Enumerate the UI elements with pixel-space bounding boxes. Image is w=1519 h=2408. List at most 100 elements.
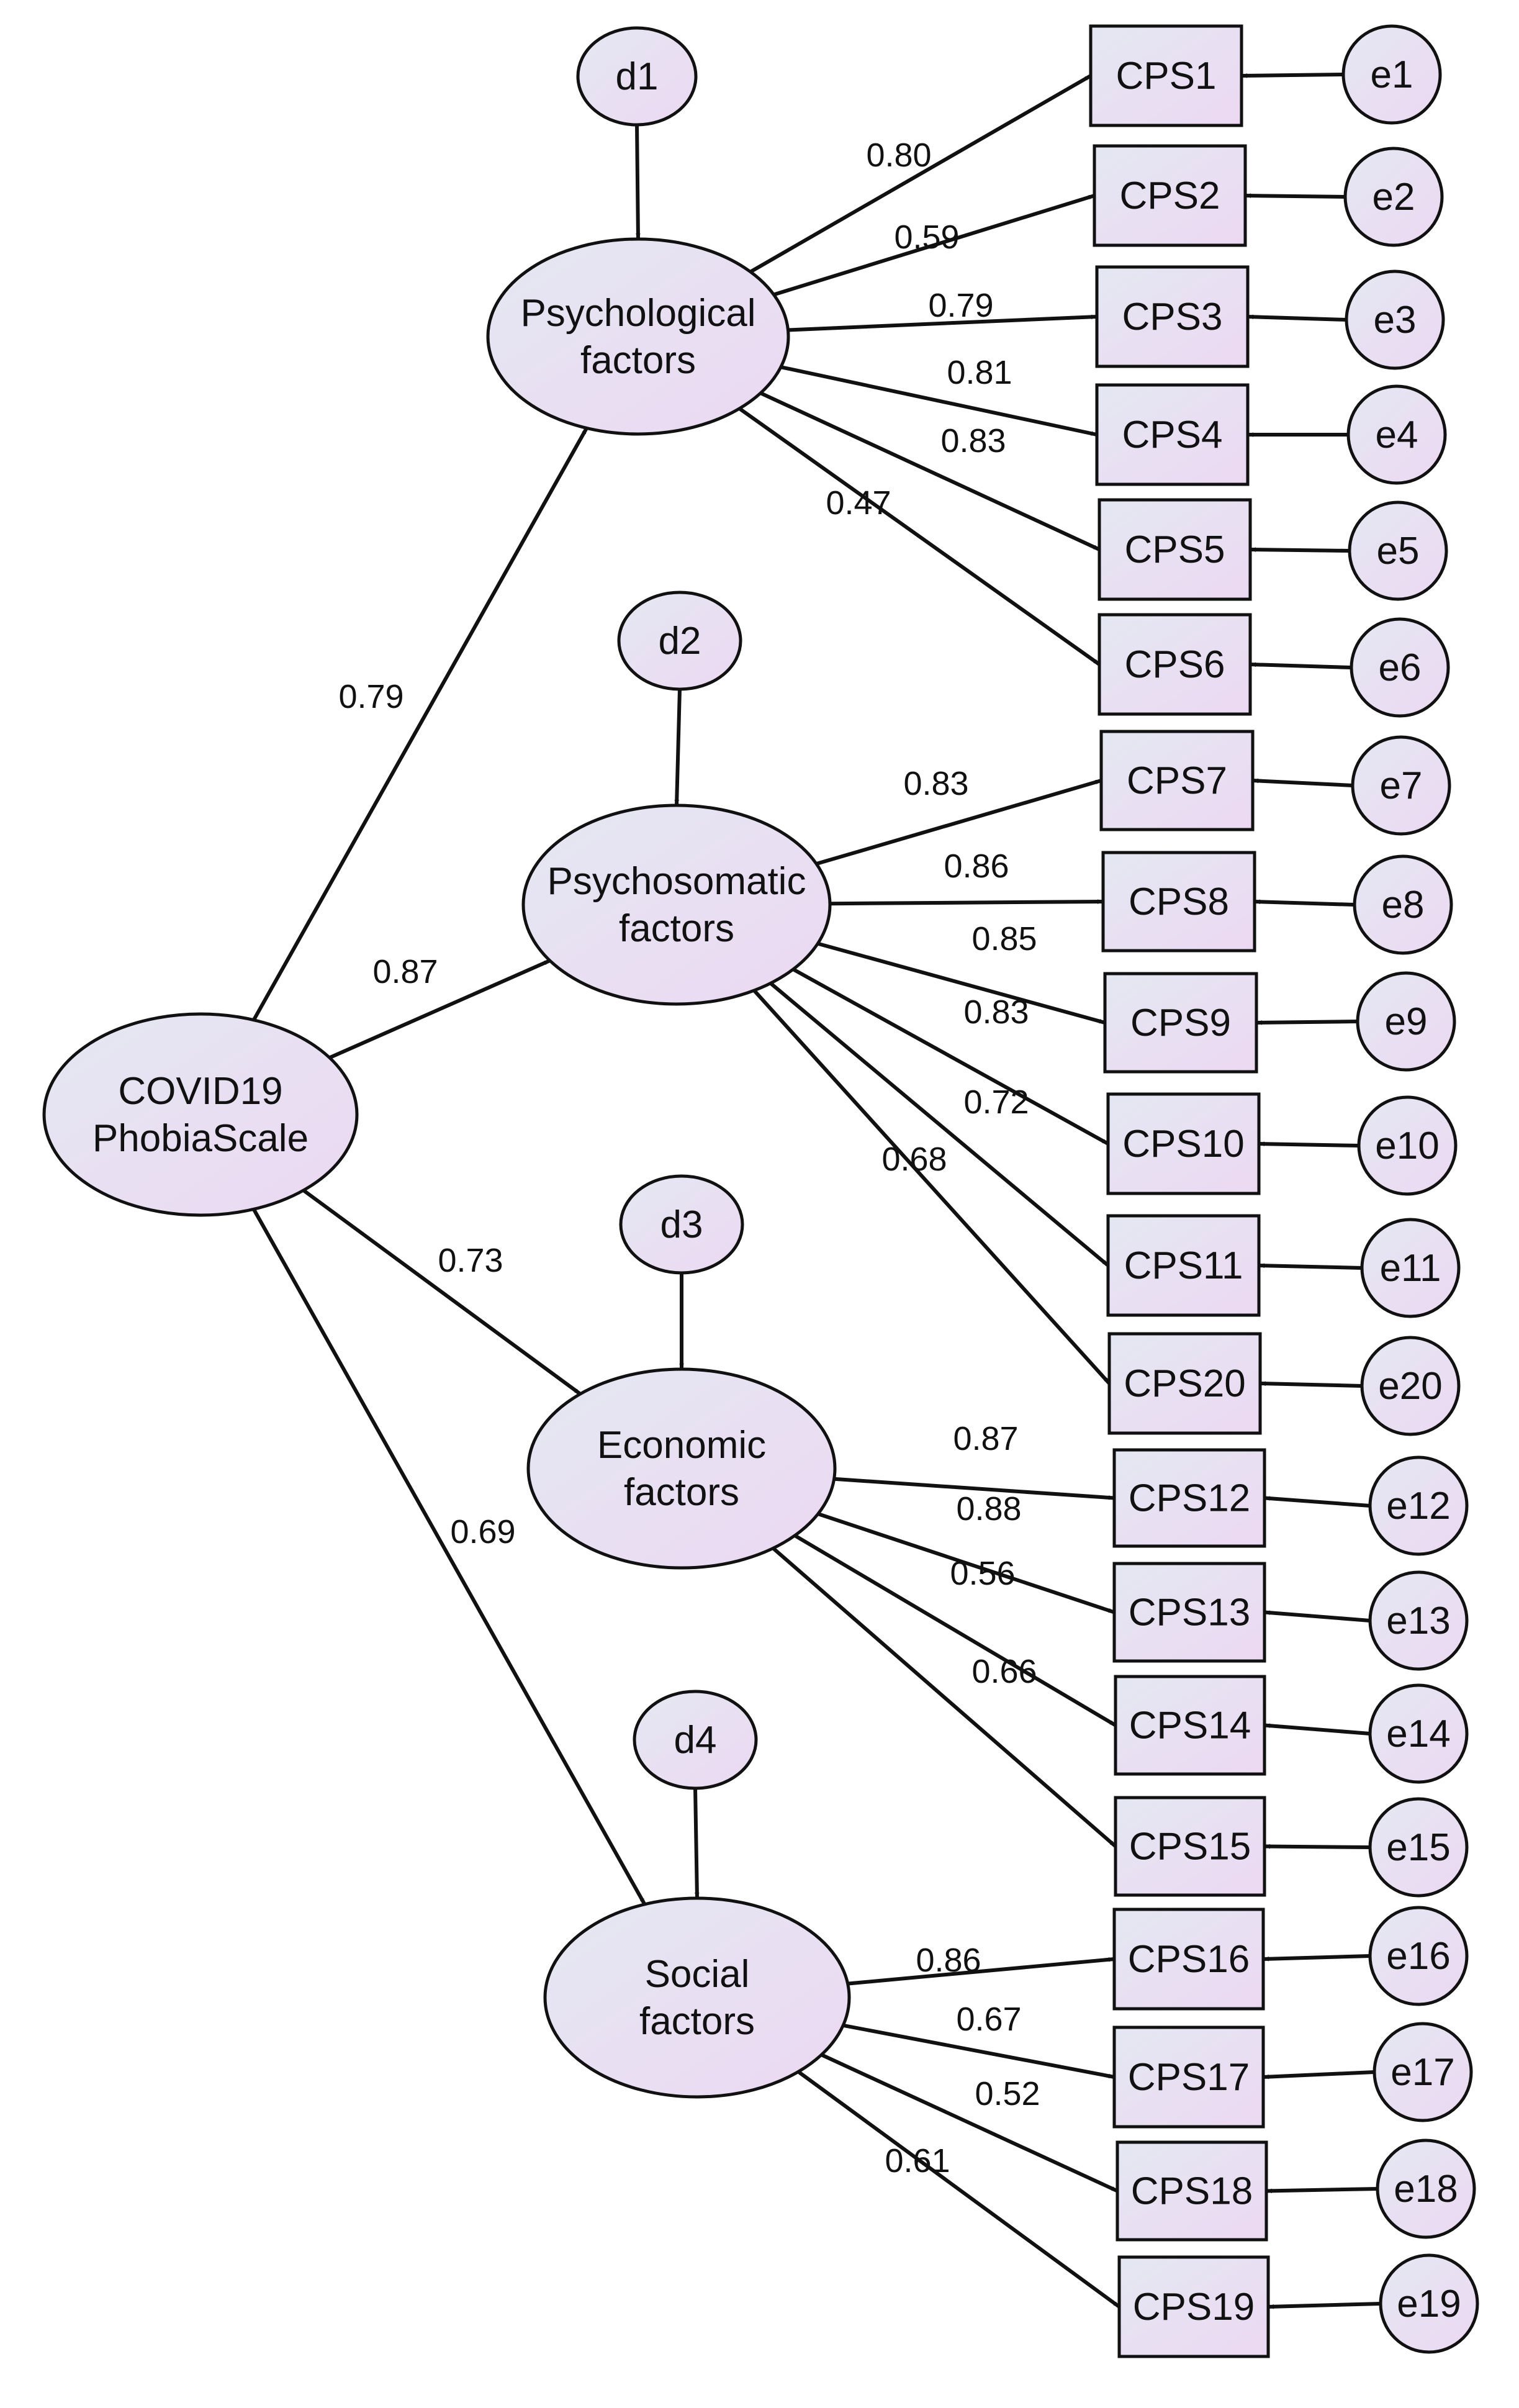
error-label: e16 xyxy=(1386,1935,1450,1978)
loading-arrow-cps1 xyxy=(749,74,1092,274)
latent-ellipse-social xyxy=(543,1896,851,2099)
indicator-box-cps12 xyxy=(1112,1448,1266,1548)
error-arrow-e16 xyxy=(1263,1954,1371,1962)
error-term-e16 xyxy=(1368,1906,1469,2006)
indicator-label: CPS6 xyxy=(1125,643,1225,686)
error-label: e14 xyxy=(1386,1713,1450,1755)
indicator-box-cps20 xyxy=(1107,1332,1262,1435)
error-arrow-e15 xyxy=(1264,1844,1371,1849)
loading-arrow-cps5 xyxy=(759,391,1101,551)
error-label: e19 xyxy=(1397,2283,1461,2325)
indicator-label: CPS14 xyxy=(1129,1704,1251,1747)
disturbance-label: d4 xyxy=(674,1719,717,1762)
error-term-e11 xyxy=(1360,1218,1461,1318)
latent-ellipse-econ xyxy=(526,1367,837,1570)
loading-arrow-cps19 xyxy=(797,2070,1120,2309)
error-term-e8 xyxy=(1353,854,1453,955)
loading-label: 0.85 xyxy=(971,920,1037,957)
loading-arrow-cps6 xyxy=(738,407,1101,666)
structural-path-psych xyxy=(252,427,588,1021)
indicator-box-cps7 xyxy=(1099,730,1255,831)
loading-label: 0.87 xyxy=(953,1420,1018,1457)
latent-ellipse-psom xyxy=(521,803,832,1006)
indicator-label: CPS18 xyxy=(1131,2170,1253,2213)
error-term-e5 xyxy=(1348,500,1448,601)
loading-arrow-cps10 xyxy=(792,967,1109,1146)
latent-ellipse-psych xyxy=(486,237,790,436)
error-label: e8 xyxy=(1382,884,1425,926)
indicator-box-cps1 xyxy=(1089,24,1243,127)
indicator-label: CPS12 xyxy=(1129,1477,1250,1520)
loading-label: 0.72 xyxy=(963,1084,1029,1121)
indicator-box-cps4 xyxy=(1095,383,1250,486)
error-arrow-e1 xyxy=(1241,73,1344,78)
error-term-e6 xyxy=(1350,617,1450,718)
loading-arrow-cps13 xyxy=(817,1512,1115,1614)
loading-arrow-cps3 xyxy=(788,314,1098,332)
error-arrow-e9 xyxy=(1256,1020,1358,1025)
indicator-label: CPS8 xyxy=(1129,880,1229,923)
error-arrow-e17 xyxy=(1263,2070,1375,2080)
error-label: e10 xyxy=(1375,1125,1439,1167)
indicator-box-cps16 xyxy=(1112,1908,1265,2011)
disturbance-d2 xyxy=(617,591,742,691)
loading-label: 0.83 xyxy=(963,994,1029,1031)
disturbance-label: d2 xyxy=(659,620,701,663)
loading-label: 0.80 xyxy=(866,137,931,174)
loading-label: 0.61 xyxy=(885,2142,950,2179)
indicator-box-cps3 xyxy=(1095,265,1250,368)
error-label: e12 xyxy=(1386,1485,1450,1528)
error-term-e14 xyxy=(1368,1683,1469,1784)
loading-label: 0.52 xyxy=(975,2075,1040,2112)
loading-arrow-cps11 xyxy=(769,982,1109,1267)
indicator-box-cps5 xyxy=(1098,498,1252,601)
error-term-e9 xyxy=(1356,971,1456,1072)
loading-label: 0.56 xyxy=(950,1555,1015,1592)
indicator-box-cps18 xyxy=(1116,2140,1268,2242)
indicator-label: CPS1 xyxy=(1116,55,1217,97)
error-term-e7 xyxy=(1351,735,1451,836)
indicator-label: CPS15 xyxy=(1129,1826,1251,1868)
error-arrow-e5 xyxy=(1250,547,1350,553)
indicator-box-cps14 xyxy=(1114,1675,1266,1776)
loading-arrow-cps14 xyxy=(793,1534,1117,1727)
disturbance-d3 xyxy=(619,1174,744,1275)
disturbance-arrow-d4 xyxy=(693,1788,700,1899)
error-arrow-e19 xyxy=(1268,2302,1381,2309)
latent-label-econ-line: factors xyxy=(624,1471,739,1514)
error-arrow-e3 xyxy=(1247,314,1347,322)
error-term-e18 xyxy=(1376,2139,1476,2239)
error-arrow-e7 xyxy=(1252,778,1353,787)
error-label: e2 xyxy=(1373,176,1415,219)
loading-arrow-cps7 xyxy=(816,779,1102,866)
latent-label-psych-line: factors xyxy=(580,339,696,382)
structural-path-label: 0.87 xyxy=(372,953,438,990)
error-label: e9 xyxy=(1385,1000,1428,1043)
loading-arrow-cps18 xyxy=(821,2053,1119,2193)
error-term-e1 xyxy=(1341,24,1442,125)
error-label: e3 xyxy=(1374,299,1417,342)
loading-label: 0.68 xyxy=(881,1141,947,1178)
disturbance-label: d1 xyxy=(616,55,659,98)
indicator-label: CPS16 xyxy=(1128,1938,1250,1981)
error-arrow-e18 xyxy=(1266,2187,1378,2194)
indicator-label: CPS13 xyxy=(1129,1591,1250,1634)
error-arrow-e11 xyxy=(1258,1263,1363,1270)
indicator-box-cps19 xyxy=(1117,2255,1270,2358)
error-label: e4 xyxy=(1376,414,1418,456)
error-label: e13 xyxy=(1386,1600,1450,1642)
structural-path-social xyxy=(252,1208,647,1906)
loading-arrow-cps9 xyxy=(817,941,1106,1025)
indicator-box-cps17 xyxy=(1112,2026,1265,2129)
edges-layer xyxy=(252,73,1381,2309)
latent-label-psom-line: factors xyxy=(619,907,734,950)
structural-path-label: 0.79 xyxy=(338,678,403,715)
disturbance-label: d3 xyxy=(660,1203,703,1246)
indicator-box-cps10 xyxy=(1106,1092,1261,1195)
error-term-e19 xyxy=(1379,2253,1479,2354)
error-label: e1 xyxy=(1371,53,1413,96)
error-label: e5 xyxy=(1377,530,1420,573)
